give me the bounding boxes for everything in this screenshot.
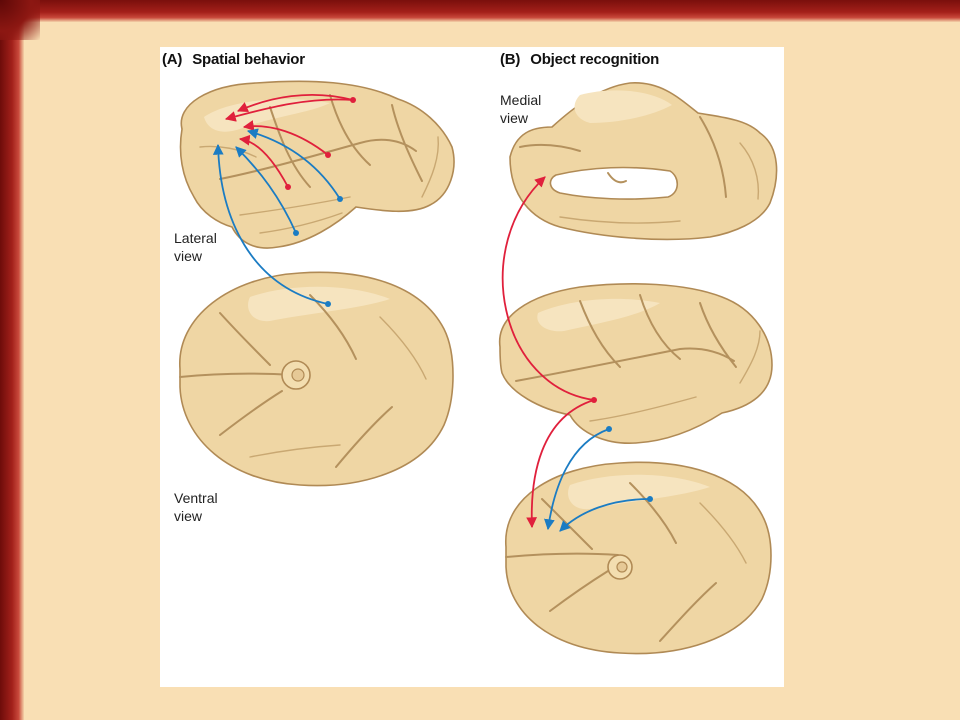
- slide-frame-corner: [0, 0, 40, 40]
- panel-a-title-text: Spatial behavior: [192, 51, 305, 68]
- medial-view-label: Medial view: [500, 91, 570, 127]
- panel-a-letter: (A): [162, 51, 183, 68]
- ventral-brain-b: [505, 461, 772, 655]
- lateral-view-label-line1: Lateral: [174, 230, 217, 246]
- ventral-view-label-line1: Ventral: [174, 490, 218, 506]
- figure-panel: (A) Spatial behavior (B) Object recognitio…: [160, 47, 784, 687]
- lateral-view-label: Lateral view: [174, 229, 244, 265]
- panel-b-letter: (B): [500, 51, 521, 68]
- slide-frame-top: [0, 0, 960, 22]
- lateral-brain-a: [179, 80, 455, 249]
- ventral-view-label-line2: view: [174, 508, 203, 524]
- lateral-brain-b: [498, 283, 773, 444]
- slide-frame-left: [0, 0, 24, 720]
- medial-view-label-line2: view: [500, 110, 529, 126]
- object-pathway-arrows: [501, 176, 653, 532]
- panel-b-title: (B) Object recognition: [500, 51, 659, 68]
- lateral-view-label-line2: view: [174, 248, 203, 264]
- medial-view-label-line1: Medial: [500, 92, 542, 108]
- ventral-brain-a: [179, 271, 454, 487]
- medial-brain-b: [509, 82, 778, 241]
- brain-figure: [179, 80, 778, 655]
- panel-a-title: (A) Spatial behavior: [162, 51, 305, 68]
- ventral-view-label: Ventral view: [174, 489, 244, 525]
- panel-b-title-text: Object recognition: [530, 51, 660, 68]
- spatial-pathway-arrows: [212, 94, 356, 307]
